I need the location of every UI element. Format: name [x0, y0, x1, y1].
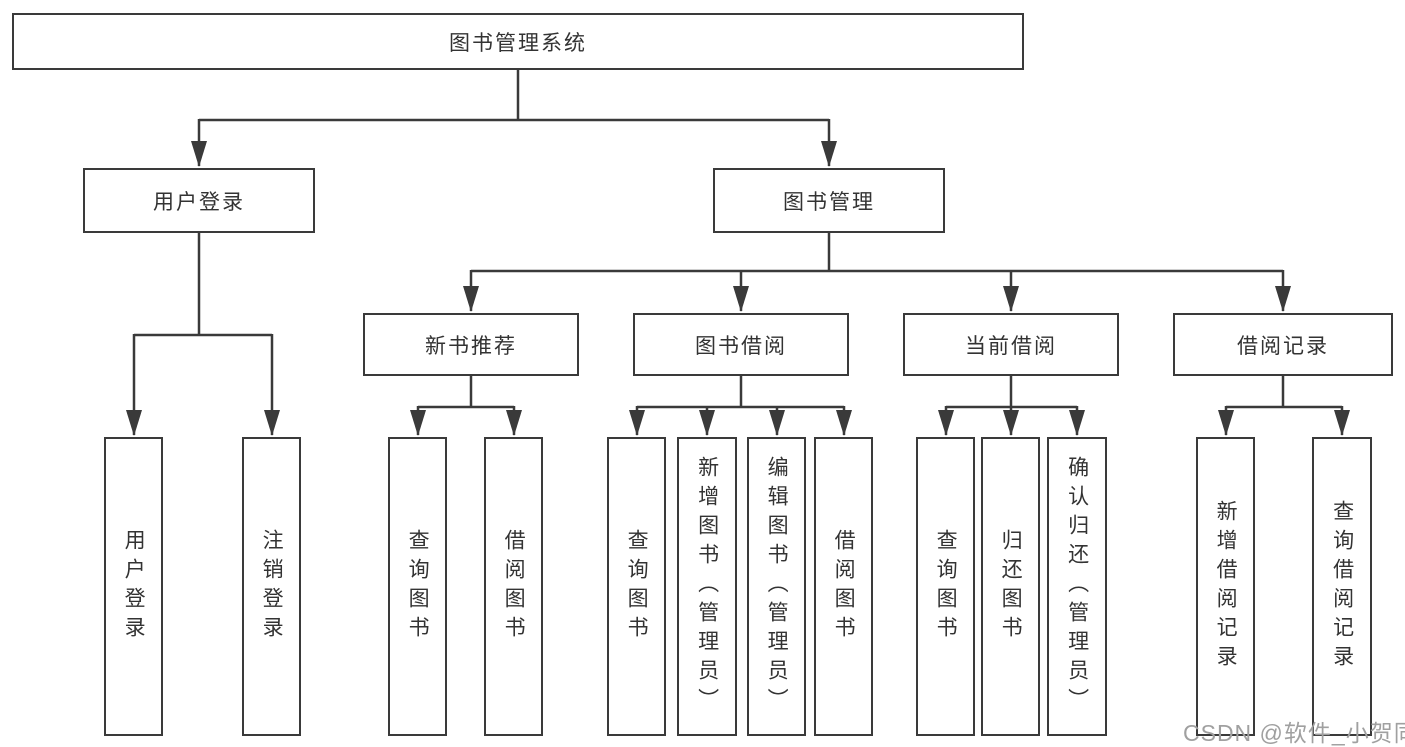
node-label: 用户登录	[122, 528, 146, 645]
node-label: 确认归还（管理员）	[1065, 456, 1089, 717]
node-label: 借阅记录	[1237, 334, 1329, 358]
node-label: 图书管理系统	[449, 31, 587, 55]
connector-currentborrow-to-leaves	[938, 376, 1085, 436]
node-leaf-edit-books-admin: 编辑图书（管理员）	[747, 437, 806, 736]
node-label: 注销登录	[260, 528, 284, 645]
node-leaf-add-borrow-record: 新增借阅记录	[1196, 437, 1255, 736]
node-label: 图书管理	[783, 190, 875, 214]
node-label: 查询图书	[934, 528, 958, 645]
node-leaf-user-login: 用户登录	[104, 437, 163, 736]
node-borrow-records: 借阅记录	[1173, 313, 1393, 376]
node-current-borrowing: 当前借阅	[903, 313, 1119, 376]
connector-newbooks-to-leaves	[410, 376, 522, 436]
node-label: 查询图书	[625, 528, 649, 645]
node-user-login: 用户登录	[83, 168, 315, 233]
node-label: 当前借阅	[965, 334, 1057, 358]
node-label: 借阅图书	[502, 528, 526, 645]
connector-userlogin-to-leaves	[126, 233, 280, 436]
node-leaf-query-books-newbooks: 查询图书	[388, 437, 447, 736]
node-leaf-borrow-books-newbooks: 借阅图书	[484, 437, 543, 736]
connector-bookmgmt-to-level3	[463, 233, 1291, 312]
node-leaf-logout: 注销登录	[242, 437, 301, 736]
node-label: 查询借阅记录	[1330, 499, 1354, 674]
node-label: 图书借阅	[695, 334, 787, 358]
node-label: 新增借阅记录	[1214, 499, 1238, 674]
node-leaf-borrow-books-borrowing: 借阅图书	[814, 437, 873, 736]
node-label: 归还图书	[999, 528, 1023, 645]
node-book-management: 图书管理	[713, 168, 945, 233]
node-leaf-query-books-current: 查询图书	[916, 437, 975, 736]
node-book-borrowing: 图书借阅	[633, 313, 849, 376]
node-leaf-return-books: 归还图书	[981, 437, 1040, 736]
node-leaf-query-borrow-record: 查询借阅记录	[1312, 437, 1372, 736]
connector-bookborrow-to-leaves	[629, 376, 852, 436]
node-leaf-add-books-admin: 新增图书（管理员）	[677, 437, 737, 736]
node-leaf-query-books-borrowing: 查询图书	[607, 437, 666, 736]
node-library-management-system: 图书管理系统	[12, 13, 1024, 70]
node-new-book-recommend: 新书推荐	[363, 313, 579, 376]
node-label: 新书推荐	[425, 334, 517, 358]
node-label: 新增图书（管理员）	[695, 456, 719, 717]
node-label: 编辑图书（管理员）	[765, 456, 789, 717]
node-label: 查询图书	[406, 528, 430, 645]
node-leaf-confirm-return-admin: 确认归还（管理员）	[1047, 437, 1107, 736]
connector-borrowrecords-to-leaves	[1218, 376, 1350, 436]
node-label: 用户登录	[153, 190, 245, 214]
connector-root-to-level2	[191, 69, 837, 167]
node-label: 借阅图书	[832, 528, 856, 645]
csdn-watermark: CSDN @软件_小贺同学	[1183, 720, 1405, 746]
